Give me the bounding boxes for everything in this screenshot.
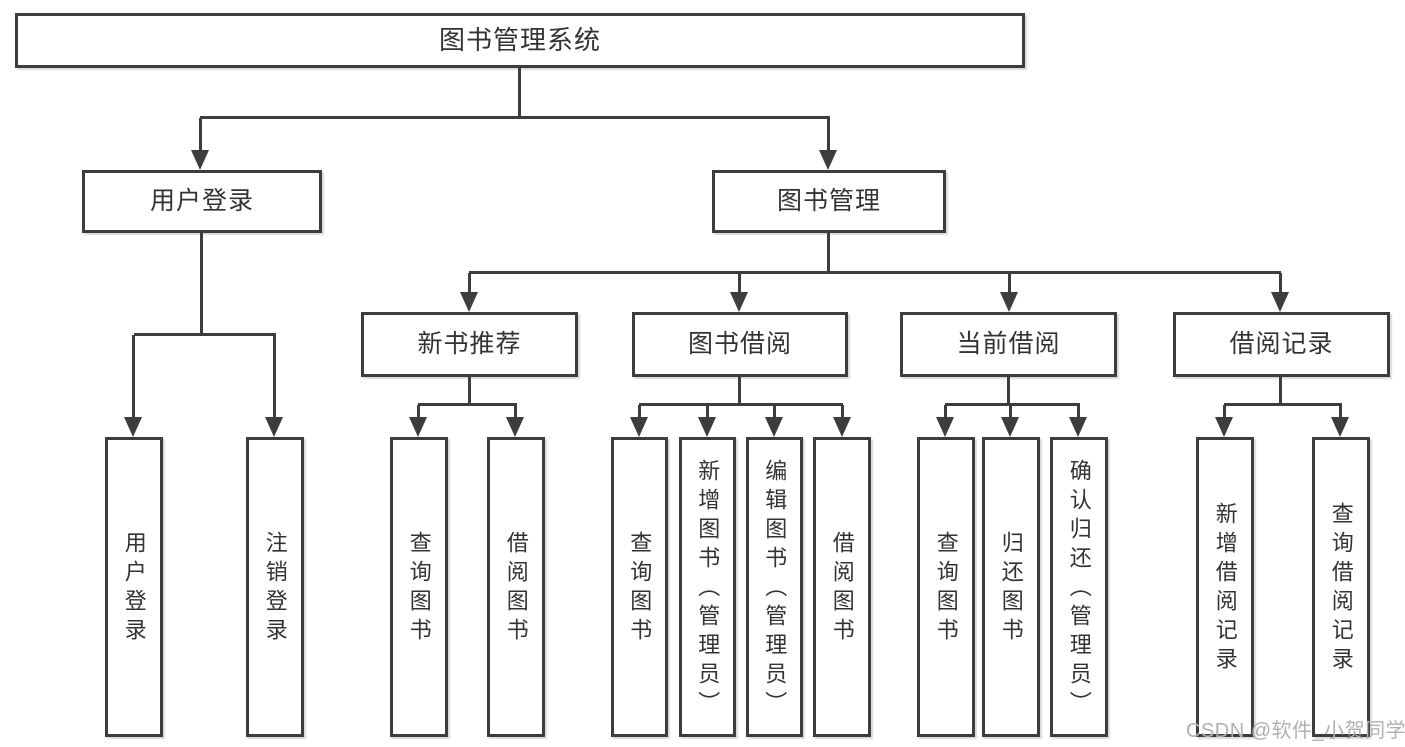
csdn-watermark: CSDN @软件_小贺同学 — [1186, 720, 1405, 742]
connector-down — [1007, 377, 1010, 405]
node-new-book-recommend: 新书推荐 — [361, 312, 578, 377]
connector-stem — [738, 273, 741, 298]
connector-stem — [514, 405, 517, 423]
connector-down — [468, 377, 471, 405]
node-leaf-query-borrow-record: 查询借阅记录 — [1312, 437, 1370, 737]
node-library-system: 图书管理系统 — [15, 13, 1025, 68]
connector-stem — [1008, 273, 1011, 298]
arrow-down-icon — [1000, 292, 1018, 312]
node-leaf-return-books: 归还图书 — [982, 437, 1040, 737]
connector-root-stem — [518, 68, 521, 118]
connector-stem — [273, 335, 276, 423]
connector-down — [738, 377, 741, 405]
arrow-down-icon — [124, 417, 142, 437]
connector-stem — [468, 273, 471, 298]
arrow-down-icon — [833, 417, 851, 437]
node-current-borrowing: 当前借阅 — [900, 312, 1117, 377]
connector-stem — [1223, 405, 1226, 423]
connector-stem — [1279, 273, 1282, 298]
connector-stem — [944, 405, 947, 423]
arrow-down-icon — [765, 417, 783, 437]
arrow-down-icon — [630, 417, 648, 437]
arrow-down-icon — [819, 150, 837, 170]
connector-book-mgmt-rail — [469, 271, 1281, 274]
node-borrowing-records: 借阅记录 — [1173, 312, 1390, 377]
node-book-borrowing: 图书借阅 — [632, 312, 848, 377]
node-user-login: 用户登录 — [82, 170, 322, 233]
connector-stem — [1009, 405, 1012, 423]
connector-rail — [418, 403, 517, 406]
arrow-down-icon — [460, 292, 478, 312]
node-leaf-borrow-books: 借阅图书 — [813, 437, 871, 737]
arrow-down-icon — [191, 150, 209, 170]
arrow-down-icon — [1331, 417, 1349, 437]
arrow-down-icon — [409, 417, 427, 437]
connector-rail — [945, 403, 1080, 406]
arrow-down-icon — [1271, 292, 1289, 312]
arrow-down-icon — [730, 292, 748, 312]
connector-book-mgmt-down — [827, 233, 830, 273]
node-leaf-add-books-admin: 新增图书（管理员） — [679, 437, 736, 737]
arrow-down-icon — [265, 417, 283, 437]
arrow-down-icon — [1001, 417, 1019, 437]
arrow-down-icon — [936, 417, 954, 437]
arrow-down-icon — [1069, 417, 1087, 437]
connector-stem — [841, 405, 844, 423]
connector-stem — [417, 405, 420, 423]
node-leaf-query-books-current: 查询图书 — [917, 437, 975, 737]
connector-rail — [1224, 403, 1342, 406]
connector-stem — [1077, 405, 1080, 423]
connector-stem — [132, 335, 135, 423]
node-leaf-confirm-return-admin: 确认归还（管理员） — [1050, 437, 1108, 737]
arrow-down-icon — [698, 417, 716, 437]
node-leaf-borrow-books-recommend: 借阅图书 — [487, 437, 545, 737]
connector-book-mgmt-stem — [827, 118, 830, 156]
connector-stem — [638, 405, 641, 423]
node-leaf-query-books-recommend: 查询图书 — [390, 437, 448, 737]
connector-user-login-rail — [134, 333, 276, 336]
node-leaf-edit-books-admin: 编辑图书（管理员） — [746, 437, 803, 737]
node-leaf-logout: 注销登录 — [246, 437, 304, 737]
arrow-down-icon — [1215, 417, 1233, 437]
connector-user-login-down — [200, 233, 203, 335]
connector-down — [1279, 377, 1282, 405]
node-leaf-add-borrow-record: 新增借阅记录 — [1196, 437, 1254, 737]
connector-rail — [639, 403, 843, 406]
connector-stem — [1339, 405, 1342, 423]
connector-user-login-stem — [199, 118, 202, 156]
arrow-down-icon — [506, 417, 524, 437]
node-leaf-user-login: 用户登录 — [105, 437, 163, 737]
connector-stem — [773, 405, 776, 423]
connector-stem — [706, 405, 709, 423]
node-book-management: 图书管理 — [712, 170, 946, 233]
connector-root-rail — [200, 116, 830, 119]
node-leaf-query-books-borrowing: 查询图书 — [611, 437, 668, 737]
